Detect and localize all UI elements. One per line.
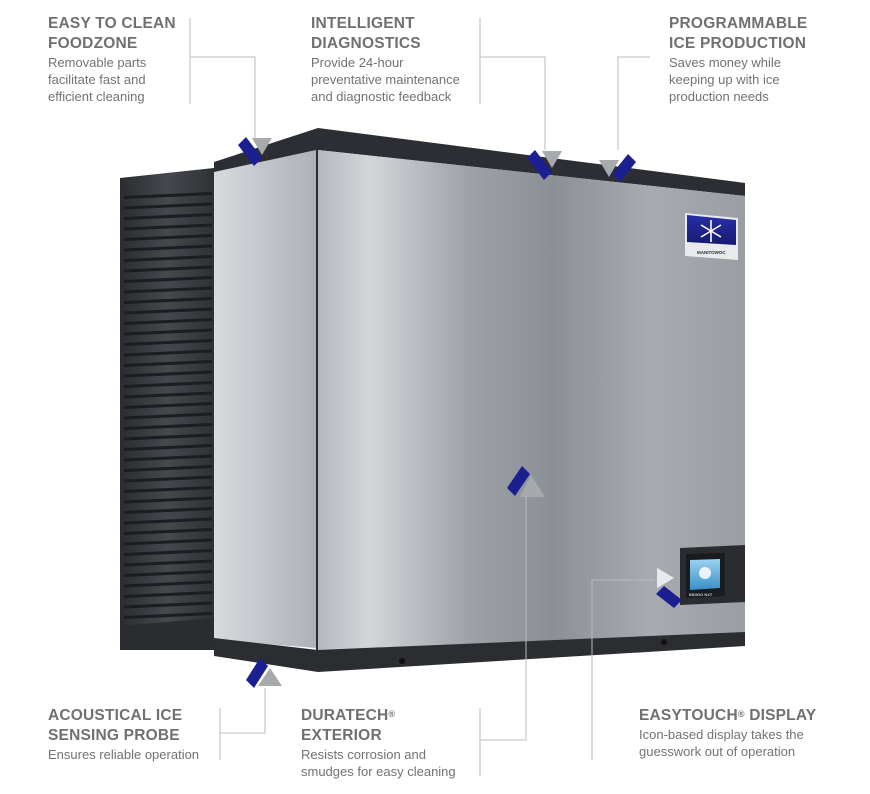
leader-acoustical [219, 688, 266, 760]
vent-slat [124, 444, 212, 451]
vent-slat [124, 381, 212, 388]
callout-description: Removable parts facilitate fast and effi… [48, 55, 147, 104]
machine-top-lid [214, 128, 745, 196]
marker-programmable[interactable] [599, 154, 636, 182]
vent-slat [124, 244, 212, 252]
callout-programmable: PROGRAMMABLE ICE PRODUCTION Saves money … [669, 14, 807, 105]
brand-label: MANITOWOC [697, 250, 726, 255]
vent-slat [124, 297, 212, 304]
vent-slat [124, 486, 212, 493]
callout-description: Resists corrosion and smudges for easy c… [301, 747, 456, 779]
vent-slat [124, 360, 212, 367]
vent-slat [124, 496, 212, 504]
vent-slats [124, 192, 212, 619]
vent-slat [124, 538, 212, 546]
vent-slat [124, 454, 212, 462]
callout-description: Ensures reliable operation [48, 747, 200, 762]
vent-slat [124, 423, 212, 430]
vent-slat [124, 318, 212, 325]
leader-easytouch [591, 579, 666, 760]
vent-slat [124, 192, 212, 199]
marker-acoustical[interactable] [246, 658, 282, 688]
marker-easytouch[interactable] [655, 564, 682, 608]
callout-description: Saves money while keeping up with ice pr… [669, 55, 781, 104]
vent-slat [124, 528, 212, 535]
marker-duratech[interactable] [507, 466, 545, 497]
vent-slat [124, 412, 212, 420]
callout-description: Icon-based display takes the guesswork o… [639, 727, 804, 759]
callout-title: EASYTOUCH® DISPLAY [639, 707, 817, 724]
display-label: INDIGO NXT [689, 592, 713, 597]
vent-slat [124, 265, 212, 273]
callout-title: DURATECH® EXTERIOR [301, 707, 396, 744]
callout-acoustical: ACOUSTICAL ICE SENSING PROBE Ensures rel… [48, 706, 199, 763]
callout-title: INTELLIGENT DIAGNOSTICS [311, 15, 421, 52]
callout-duratech: DURATECH® EXTERIOR Resists corrosion and… [301, 706, 456, 780]
vent-slat [124, 276, 212, 283]
machine-front-panel [318, 150, 745, 652]
vent-slat [124, 349, 212, 357]
vent-slat [124, 591, 212, 598]
vent-slat [124, 255, 212, 262]
callout-title: ACOUSTICAL ICE SENSING PROBE [48, 707, 183, 744]
machine-base-trim [214, 632, 745, 672]
marker-diagnostics[interactable] [527, 150, 562, 180]
vent-slat [124, 328, 212, 336]
vent-slat [124, 612, 212, 619]
callout-description: Provide 24-hour preventative maintenance… [311, 55, 460, 104]
vent-slat [124, 507, 212, 514]
vent-slat [124, 339, 212, 346]
marker-easy-clean[interactable] [238, 137, 272, 166]
vent-slat [124, 213, 212, 220]
leader-duratech [479, 495, 527, 776]
vent-slat [124, 559, 212, 567]
vent-slat [124, 570, 212, 577]
vent-slat [124, 601, 212, 609]
callout-title: EASY TO CLEAN FOODZONE [48, 15, 176, 52]
easytouch-display: INDIGO NXT [680, 545, 745, 605]
machine-side-panel [214, 150, 316, 648]
vent-slat [124, 391, 212, 399]
vent-slat [124, 433, 212, 441]
callout-easytouch: EASYTOUCH® DISPLAY Icon-based display ta… [639, 706, 816, 760]
vent-slat [124, 549, 212, 556]
leader-easy-clean [189, 18, 256, 138]
vent-slat [124, 465, 212, 472]
callout-easy-clean: EASY TO CLEAN FOODZONE Removable parts f… [48, 14, 176, 105]
vent-slat [124, 286, 212, 294]
callout-title: PROGRAMMABLE ICE PRODUCTION [669, 15, 808, 52]
vent-slat [124, 202, 212, 210]
vent-slat [124, 580, 212, 588]
vent-slat [124, 402, 212, 409]
vent-slat [124, 370, 212, 378]
brand-badge: MANITOWOC [685, 213, 738, 260]
leader-diagnostics [479, 18, 546, 150]
vent-slat [124, 234, 212, 241]
snowflake-icon [700, 220, 722, 242]
callout-diagnostics: INTELLIGENT DIAGNOSTICS Provide 24-hour … [311, 14, 460, 105]
vent-slat [124, 517, 212, 525]
vent-slat [124, 223, 212, 231]
vent-slat [124, 307, 212, 315]
vent-slat [124, 475, 212, 483]
